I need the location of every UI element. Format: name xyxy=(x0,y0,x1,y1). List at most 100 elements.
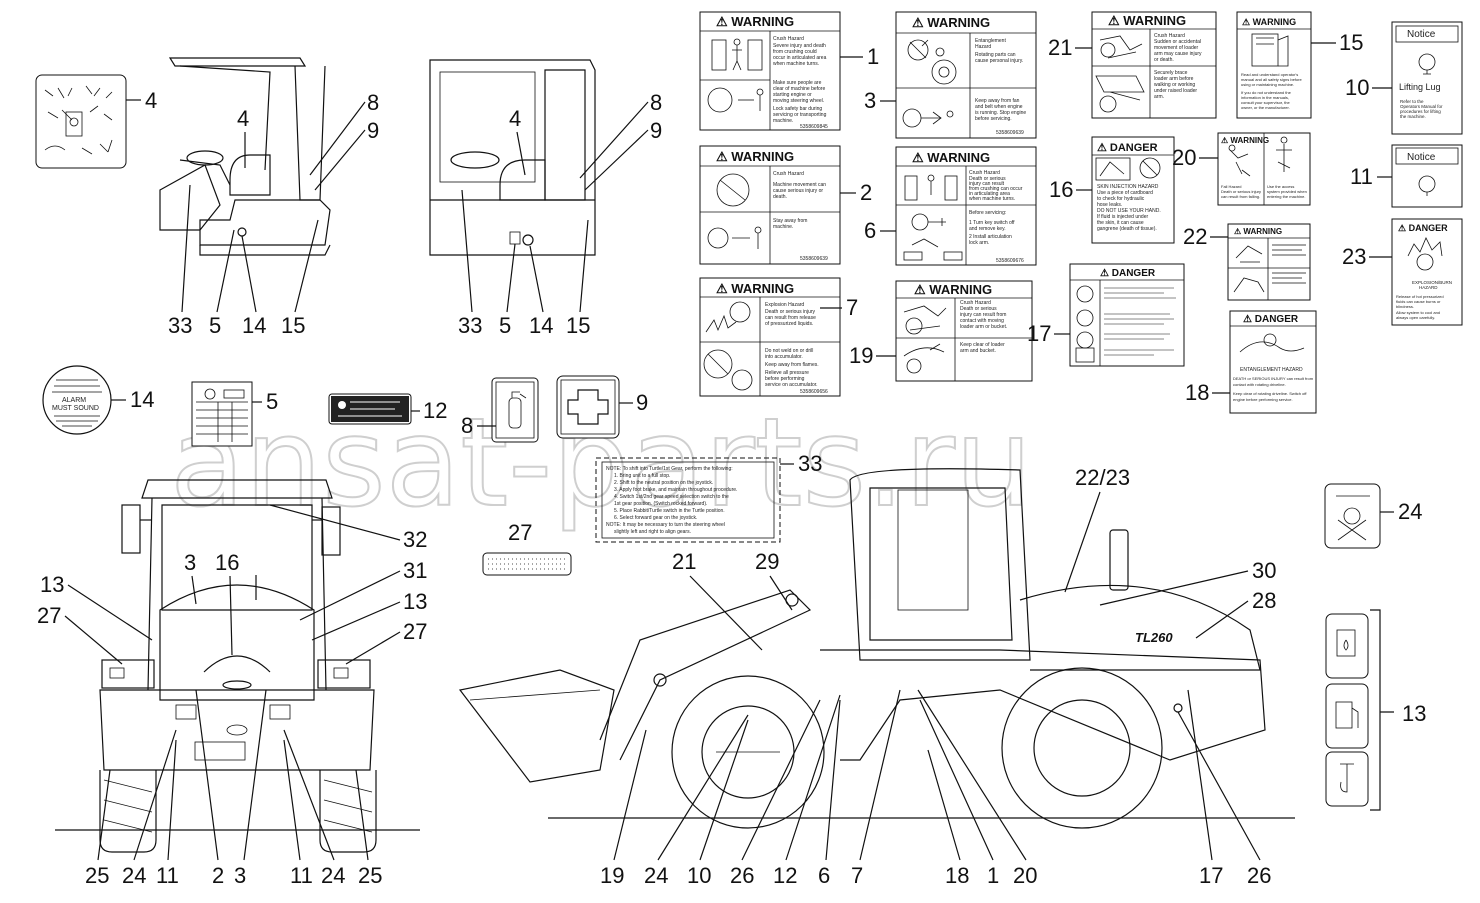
callout-19: 19 xyxy=(849,343,873,368)
svg-text:ALARM: ALARM xyxy=(62,397,86,404)
decal-10-lifting-lug: Notice Lifting Lug Refer to the Operator… xyxy=(1391,21,1463,135)
svg-text:always open carefully.: always open carefully. xyxy=(1396,315,1435,320)
svg-text:clear of machine before: clear of machine before xyxy=(773,86,825,92)
callout-31: 31 xyxy=(403,558,427,583)
svg-text:Keep away from flames.: Keep away from flames. xyxy=(765,362,819,368)
svg-text:slightly left and right to ali: slightly left and right to align gears. xyxy=(614,529,691,535)
lifting-lug-icon xyxy=(1418,53,1436,75)
svg-text:and remove key.: and remove key. xyxy=(969,226,1006,232)
callout-15: 15 xyxy=(566,313,590,338)
svg-text:Crush Hazard: Crush Hazard xyxy=(969,170,1000,176)
svg-text:⚠ WARNING: ⚠ WARNING xyxy=(914,282,992,297)
callout-15: 15 xyxy=(281,313,305,338)
svg-text:the machine.: the machine. xyxy=(1400,114,1426,119)
callout-24: 24 xyxy=(122,863,146,888)
decal-11-notice: Notice xyxy=(1391,144,1463,208)
svg-text:servicing or transporting: servicing or transporting xyxy=(773,112,827,118)
svg-text:Refer to the: Refer to the xyxy=(1400,99,1424,104)
svg-text:arm.: arm. xyxy=(1154,94,1164,100)
svg-text:loader arm or bucket.: loader arm or bucket. xyxy=(960,324,1007,330)
callout-9: 9 xyxy=(650,118,662,143)
svg-text:EXPLOSION/BURN: EXPLOSION/BURN xyxy=(1412,280,1452,285)
svg-text:Crush Hazard: Crush Hazard xyxy=(1154,33,1185,39)
svg-text:NOTE: To shift into Turtle/1st: NOTE: To shift into Turtle/1st Gear, per… xyxy=(606,466,733,472)
svg-text:walking or working: walking or working xyxy=(1154,82,1195,88)
decal-19-crush-hazard: ⚠ WARNING Crush Hazard Death or serious … xyxy=(895,280,1033,382)
svg-text:Before servicing:: Before servicing: xyxy=(969,210,1006,216)
svg-text:If you do not understand the: If you do not understand the xyxy=(1241,90,1292,95)
svg-text:Relieve all pressure: Relieve all pressure xyxy=(765,370,809,376)
svg-text:cause serious injury or: cause serious injury or xyxy=(773,188,823,194)
callout-14: 14 xyxy=(130,387,154,412)
svg-text:⚠ WARNING: ⚠ WARNING xyxy=(1242,17,1296,27)
callout-33: 33 xyxy=(168,313,192,338)
decal-15-read-manual: ⚠ WARNING Read and understand operator's… xyxy=(1236,11,1312,119)
svg-text:using or maintaining machine.: using or maintaining machine. xyxy=(1241,82,1294,87)
enclosed-cab-view: 4 8 9 33 5 14 15 xyxy=(429,59,662,338)
callout-22-23: 22/23 xyxy=(1075,465,1130,490)
svg-text:Death or serious: Death or serious xyxy=(960,306,997,312)
decal-3-entanglement: ⚠ WARNING Entanglement Hazard Rotating p… xyxy=(895,11,1037,139)
callout-30: 30 xyxy=(1252,558,1276,583)
decal-1-crush-hazard: ⚠ WARNING Crush Hazard Severe injury and… xyxy=(699,11,841,131)
svg-text:Notice: Notice xyxy=(1407,29,1436,40)
svg-text:owner, or the manufacturer.: owner, or the manufacturer. xyxy=(1241,105,1290,110)
callout-6: 6 xyxy=(818,863,830,888)
svg-text:Keep clear of loader: Keep clear of loader xyxy=(960,342,1005,348)
svg-text:Do not weld on or drill: Do not weld on or drill xyxy=(765,348,813,354)
callout-13: 13 xyxy=(40,572,64,597)
callout-33: 33 xyxy=(798,451,822,476)
callout-26: 26 xyxy=(1247,863,1271,888)
callout-11: 11 xyxy=(1350,164,1373,189)
callout-16: 16 xyxy=(1049,177,1073,202)
svg-text:arm may cause injury: arm may cause injury xyxy=(1154,51,1202,57)
hydraulic-oil-icon xyxy=(1340,763,1354,793)
svg-text:machine.: machine. xyxy=(773,118,793,124)
decal-4-controls xyxy=(35,74,127,169)
tie-down-icon xyxy=(1418,175,1436,196)
callout-21: 21 xyxy=(1048,35,1072,60)
svg-text:Read and understand operator's: Read and understand operator's xyxy=(1241,72,1298,77)
callout-1: 1 xyxy=(987,863,999,888)
svg-text:death.: death. xyxy=(773,194,787,200)
callout-29: 29 xyxy=(755,549,779,574)
svg-text:Explosion Hazard: Explosion Hazard xyxy=(765,302,804,308)
svg-text:6. Select forward gear on the: 6. Select forward gear on the joystick. xyxy=(614,515,697,521)
callout-23: 23 xyxy=(1342,244,1366,269)
svg-text:4. Switch 1st/2nd gear speed s: 4. Switch 1st/2nd gear speed selection s… xyxy=(614,494,729,500)
svg-text:hose leaks.: hose leaks. xyxy=(1097,202,1122,208)
svg-text:SKIN INJECTION HAZARD: SKIN INJECTION HAZARD xyxy=(1097,184,1159,190)
callout-9: 9 xyxy=(367,118,379,143)
decal-9-first-aid xyxy=(556,375,620,439)
callout-25: 25 xyxy=(85,863,109,888)
svg-text:5358609639: 5358609639 xyxy=(800,256,828,262)
svg-text:engine before performing servi: engine before performing service. xyxy=(1233,397,1293,402)
svg-text:⚠ DANGER: ⚠ DANGER xyxy=(1097,142,1158,154)
svg-text:Hazard: Hazard xyxy=(975,44,991,50)
callout-24: 24 xyxy=(321,863,345,888)
callout-5: 5 xyxy=(209,313,221,338)
svg-text:DEATH or SERIOUS INJURY can re: DEATH or SERIOUS INJURY can result from xyxy=(1233,376,1314,381)
svg-text:Entanglement: Entanglement xyxy=(975,38,1006,44)
callout-12: 12 xyxy=(423,398,447,423)
callout-2: 2 xyxy=(860,180,872,205)
callout-8: 8 xyxy=(461,413,473,438)
svg-text:5358609676: 5358609676 xyxy=(996,258,1024,264)
svg-text:cause personal injury.: cause personal injury. xyxy=(975,58,1023,64)
svg-text:before servicing.: before servicing. xyxy=(975,116,1012,122)
svg-text:can result from falling.: can result from falling. xyxy=(1221,194,1260,199)
callout-12: 12 xyxy=(773,863,797,888)
svg-text:⚠ WARNING: ⚠ WARNING xyxy=(1234,227,1282,236)
svg-text:from crushing could: from crushing could xyxy=(773,49,817,55)
callout-3: 3 xyxy=(184,550,196,575)
loader-side-view: TL260 21 29 22/23 30 28 19 24 10 26 12 6… xyxy=(458,465,1295,888)
svg-text:Use a piece of cardboard: Use a piece of cardboard xyxy=(1097,190,1153,196)
svg-text:lock arm.: lock arm. xyxy=(969,240,989,246)
svg-text:Rotating parts can: Rotating parts can xyxy=(975,52,1016,58)
svg-text:Sudden or accidental: Sudden or accidental xyxy=(1154,39,1201,45)
callout-11: 11 xyxy=(156,863,179,888)
svg-text:5358609845: 5358609845 xyxy=(800,124,828,130)
svg-text:5358609656: 5358609656 xyxy=(800,389,828,395)
svg-text:arm and bucket.: arm and bucket. xyxy=(960,348,996,354)
